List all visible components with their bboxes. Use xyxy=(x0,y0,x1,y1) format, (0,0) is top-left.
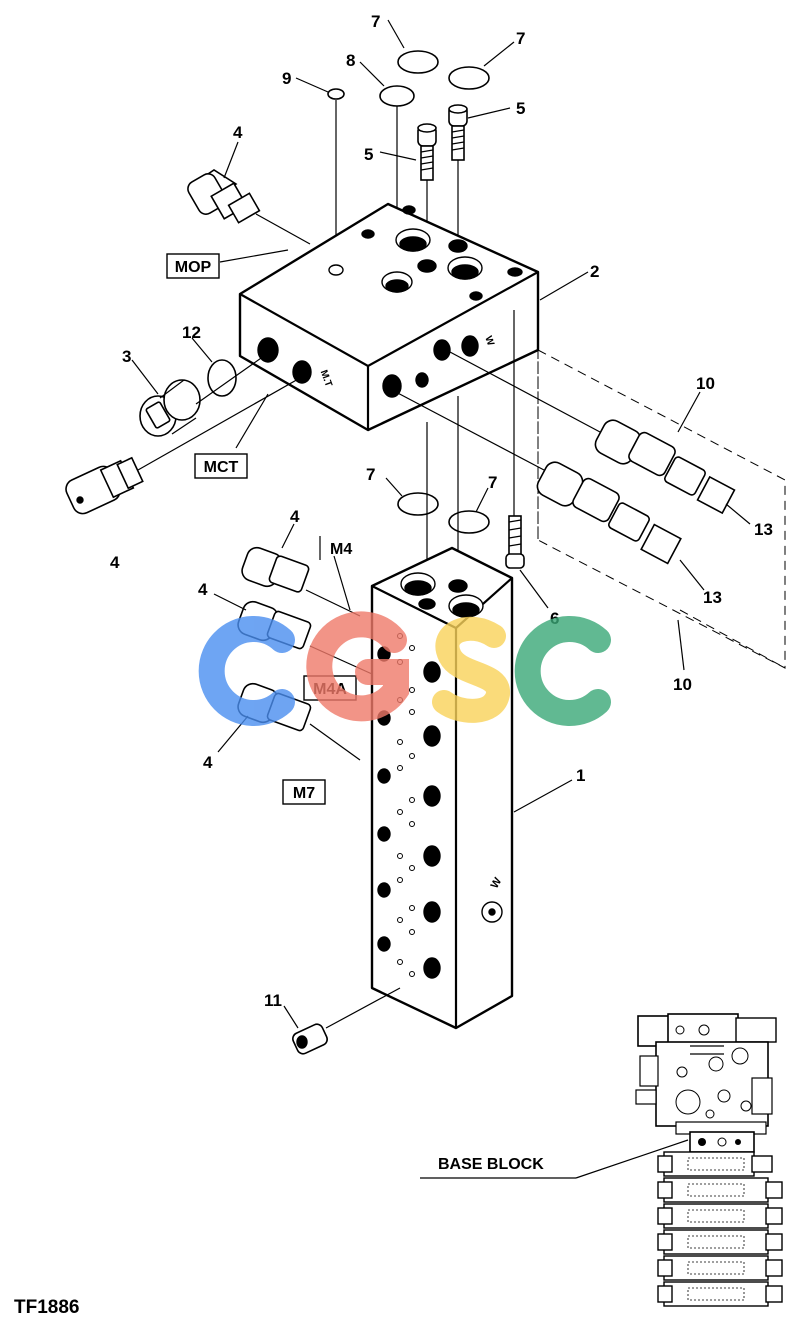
callout-9: 9 xyxy=(282,69,291,88)
plug-3 xyxy=(139,379,201,437)
o-ring-middle-right xyxy=(448,510,490,534)
cartridge-13-lower xyxy=(391,389,682,565)
port-label-mct: MCT xyxy=(194,453,248,479)
callout-7: 7 xyxy=(371,12,380,31)
callout-10: 10 xyxy=(696,374,715,393)
callout-11: 11 xyxy=(264,991,282,1010)
watermark-letter-c2 xyxy=(514,616,611,726)
cartridge-group-10 xyxy=(537,349,786,669)
leader-lines xyxy=(131,19,751,1179)
o-ring-middle-left xyxy=(397,492,439,516)
svg-text:W: W xyxy=(482,335,496,348)
valve-block-1: W xyxy=(370,546,514,1030)
svg-text:MOP: MOP xyxy=(175,259,212,276)
callout-2: 2 xyxy=(590,262,599,281)
svg-text:M4: M4 xyxy=(330,541,352,558)
port-label-m4: M4 xyxy=(330,541,352,558)
o-ring-8 xyxy=(379,85,415,107)
callout-13: 13 xyxy=(703,588,722,607)
callout-13: 13 xyxy=(754,520,773,539)
svg-text:M7: M7 xyxy=(293,785,315,802)
callout-4: 4 xyxy=(110,553,120,572)
cartridge-4-left xyxy=(65,377,301,515)
bolt-5-left xyxy=(417,123,437,181)
base-block-inset xyxy=(635,1013,783,1307)
o-ring-top-left xyxy=(397,50,439,74)
plug-11 xyxy=(292,987,401,1055)
svg-text:MCT: MCT xyxy=(204,459,239,476)
valve-block-2: M.T W xyxy=(238,202,540,432)
figure-id: TF1886 xyxy=(14,1297,79,1318)
callout-4: 4 xyxy=(290,507,300,526)
watermark-letter-c1 xyxy=(198,616,295,726)
callout-10: 10 xyxy=(673,675,692,694)
bolt-5-right xyxy=(448,104,468,161)
callout-7: 7 xyxy=(516,29,525,48)
cartridge-4-m4 xyxy=(241,546,361,617)
cartridge-13-upper xyxy=(449,351,736,515)
callout-numbers: 7 7 8 9 5 5 4 2 12 3 4 10 7 7 13 13 4 4 … xyxy=(110,12,773,1010)
callout-7: 7 xyxy=(366,465,375,484)
callout-4: 4 xyxy=(233,123,243,142)
o-ring-12 xyxy=(207,359,237,397)
callout-7: 7 xyxy=(488,473,497,492)
bolt-6 xyxy=(505,515,525,569)
callout-5: 5 xyxy=(364,145,373,164)
callout-8: 8 xyxy=(346,51,355,70)
callout-3: 3 xyxy=(122,347,131,366)
callout-5: 5 xyxy=(516,99,525,118)
watermark-logo xyxy=(198,611,611,726)
callout-12: 12 xyxy=(182,323,201,342)
cartridge-4-top xyxy=(187,169,311,245)
watermark-letter-g xyxy=(306,611,409,722)
o-ring-9 xyxy=(327,88,345,100)
callout-4: 4 xyxy=(203,753,213,772)
watermark-letter-s xyxy=(432,616,510,723)
port-label-mop: MOP xyxy=(166,253,220,279)
port-label-m7: M7 xyxy=(282,779,326,805)
callout-1: 1 xyxy=(576,766,585,785)
callout-4: 4 xyxy=(198,580,208,599)
base-block-label: BASE BLOCK xyxy=(438,1156,544,1173)
o-ring-top-right xyxy=(448,66,490,90)
